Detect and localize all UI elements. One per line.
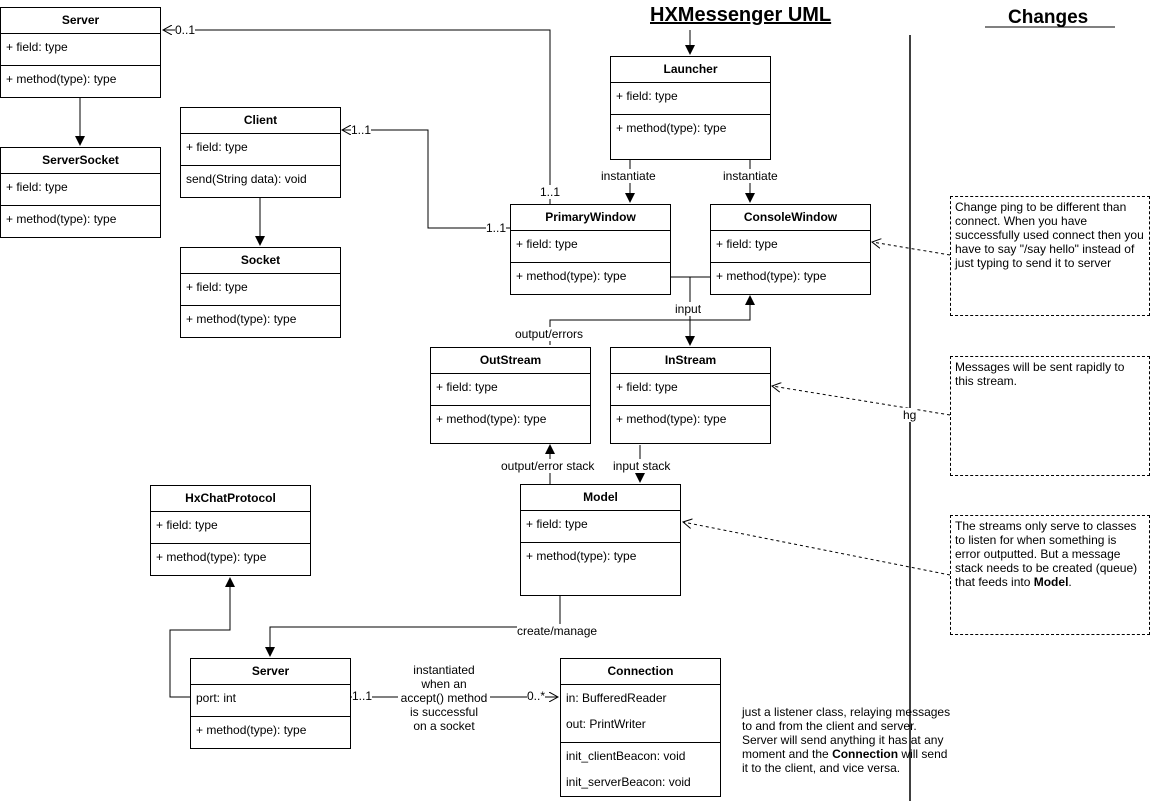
input-label: input	[675, 302, 702, 316]
description-text: will send it to the client, and vice ver…	[742, 747, 948, 775]
class-field: out: PrintWriter	[566, 717, 646, 731]
class-client[interactable]: Client + field: type send(String data): …	[180, 107, 341, 198]
server-to-protocol-edge	[169, 577, 235, 698]
class-name: OutStream	[431, 348, 590, 374]
create-manage-label: create/manage	[517, 624, 598, 638]
instantiate-primary-label: instantiate	[601, 169, 656, 183]
server-connection-right-multiplicity: 0..*	[527, 689, 546, 703]
instream-note-tag: hg	[903, 408, 917, 422]
instantiated-line: instantiated	[413, 663, 475, 677]
note-text: The streams only serve to classes to lis…	[955, 519, 1138, 589]
class-field: + field: type	[716, 237, 778, 251]
server-multiplicity: 0..1	[175, 23, 196, 37]
class-name: Connection	[561, 659, 720, 685]
connection-description: just a listener class, relaying messages…	[742, 705, 954, 775]
model-to-server-edge	[265, 596, 561, 657]
note-text: Messages will be sent rapidly to this st…	[955, 360, 1125, 388]
class-method: + method(type): type	[6, 212, 117, 226]
class-name: Server	[191, 659, 350, 685]
class-name: Launcher	[611, 57, 770, 83]
class-method: + method(type): type	[526, 549, 637, 563]
class-hx-chat-protocol[interactable]: HxChatProtocol + field: type + method(ty…	[150, 485, 311, 576]
class-field: in: BufferedReader	[566, 691, 667, 705]
class-field: + field: type	[526, 517, 588, 531]
note-messages-edge	[772, 386, 951, 416]
class-model[interactable]: Model + field: type + method(type): type	[520, 484, 681, 596]
class-field: port: int	[196, 691, 237, 705]
class-console-window[interactable]: ConsoleWindow + field: type + method(typ…	[710, 204, 871, 295]
description-text: just a listener class, relaying messages…	[742, 705, 951, 761]
diagram-title: HXMessenger UML	[650, 4, 832, 26]
description-bold: Connection	[832, 747, 899, 761]
class-name: ServerSocket	[1, 148, 160, 174]
primary-client-multiplicity: 1..1	[486, 221, 507, 235]
class-method: + method(type): type	[196, 723, 307, 737]
class-field: + field: type	[516, 237, 578, 251]
primary-server-multiplicity: 1..1	[540, 185, 561, 199]
note-messages: Messages will be sent rapidly to this st…	[950, 356, 1150, 476]
class-field: + field: type	[6, 180, 68, 194]
note-text: .	[1068, 575, 1072, 589]
class-name: ConsoleWindow	[711, 205, 870, 231]
note-text-bold: Model	[1033, 575, 1069, 589]
class-socket[interactable]: Socket + field: type + method(type): typ…	[180, 247, 341, 338]
class-method: + method(type): type	[616, 121, 727, 135]
note-ping: Change ping to be different than connect…	[950, 196, 1150, 316]
class-name: Server	[1, 8, 160, 34]
class-out-stream[interactable]: OutStream + field: type + method(type): …	[430, 347, 591, 444]
instantiated-line: on a socket	[413, 719, 475, 733]
class-connection[interactable]: Connection in: BufferedReader out: Print…	[560, 658, 721, 797]
class-field: + field: type	[6, 40, 68, 54]
class-method: init_clientBeacon: void	[566, 749, 686, 763]
class-launcher[interactable]: Launcher + field: type + method(type): t…	[610, 56, 771, 160]
output-errors-label: output/errors	[515, 327, 584, 341]
class-field: + field: type	[616, 89, 678, 103]
class-server-bottom[interactable]: Server port: int + method(type): type	[190, 658, 351, 749]
class-name: InStream	[611, 348, 770, 374]
class-method: send(String data): void	[186, 172, 307, 186]
primary-to-client-edge	[342, 130, 510, 229]
class-field: + field: type	[186, 140, 248, 154]
instantiate-console-label: instantiate	[723, 169, 778, 183]
class-field: + field: type	[186, 280, 248, 294]
instantiated-label: instantiated when an accept() method is …	[398, 663, 490, 733]
class-server-top[interactable]: Server + field: type + method(type): typ…	[0, 7, 161, 98]
class-method: + method(type): type	[716, 269, 827, 283]
changes-heading: Changes	[1008, 7, 1089, 28]
instantiated-line: is successful	[409, 705, 479, 719]
class-name: Client	[181, 108, 340, 134]
class-name: HxChatProtocol	[151, 486, 310, 512]
client-multiplicity: 1..1	[351, 123, 372, 137]
class-primary-window[interactable]: PrimaryWindow + field: type + method(typ…	[510, 204, 671, 295]
primary-to-server-edge	[163, 30, 551, 204]
class-name: Socket	[181, 248, 340, 274]
note-text: Change ping to be different than connect…	[955, 200, 1144, 270]
class-in-stream[interactable]: InStream + field: type + method(type): t…	[610, 347, 771, 444]
class-method: init_serverBeacon: void	[566, 775, 691, 789]
class-method: + method(type): type	[156, 550, 267, 564]
server-connection-left-multiplicity: 1..1	[352, 689, 373, 703]
note-streams: The streams only serve to classes to lis…	[950, 515, 1150, 635]
class-method: + method(type): type	[186, 312, 297, 326]
input-stack-label: input stack	[613, 459, 671, 473]
class-method: + method(type): type	[616, 412, 727, 426]
class-field: + field: type	[616, 380, 678, 394]
output-error-stack-label: output/error stack	[501, 459, 595, 473]
class-field: + field: type	[156, 518, 218, 532]
class-method: + method(type): type	[436, 412, 547, 426]
instantiated-line: accept() method	[400, 691, 488, 705]
class-method: + method(type): type	[6, 72, 117, 86]
note-ping-edge	[872, 242, 951, 256]
class-name: Model	[521, 485, 680, 511]
instantiated-line: when an	[421, 677, 467, 691]
class-server-socket[interactable]: ServerSocket + field: type + method(type…	[0, 147, 161, 238]
class-name: PrimaryWindow	[511, 205, 670, 231]
class-method: + method(type): type	[516, 269, 627, 283]
class-field: + field: type	[436, 380, 498, 394]
